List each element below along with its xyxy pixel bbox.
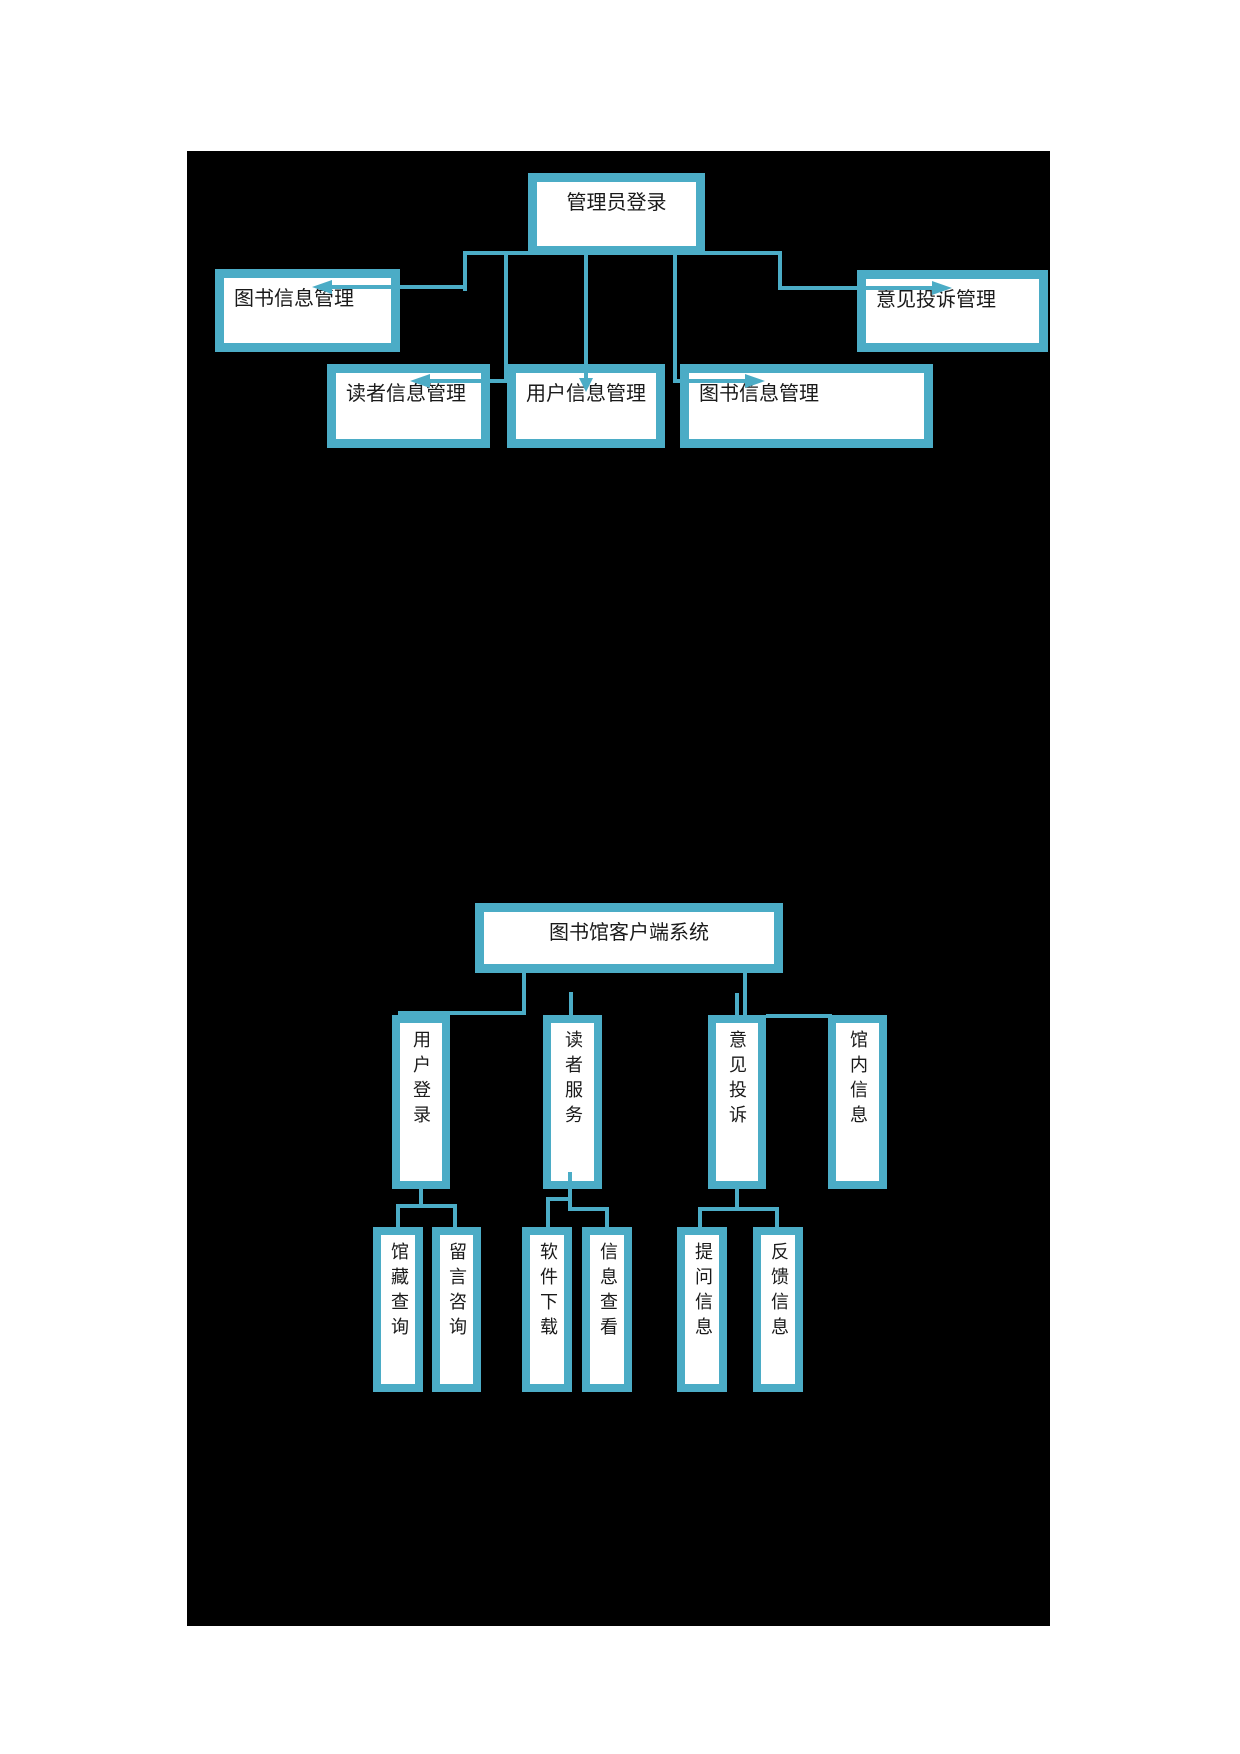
node-user-login: 用户登录 [392, 1015, 450, 1189]
node-reader-info-management: 读者信息管理 [327, 364, 490, 448]
diagram-canvas: 管理员登录 图书信息管理 读者信息管理 用户信息管理 图书信息管理 意见投诉管理… [187, 151, 1050, 1626]
connector-to-complaint-run [780, 286, 932, 290]
node-book-info-management-left: 图书信息管理 [215, 269, 400, 352]
arrowhead-right-icon [932, 281, 952, 295]
node-question-info: 提问信息 [677, 1227, 727, 1392]
connector-software-drop [546, 1197, 550, 1227]
arrowhead-down-icon [579, 378, 593, 392]
connector-feedback-drop [775, 1207, 779, 1227]
connector-admin-trunk [465, 251, 782, 255]
arrowhead-left-icon [410, 374, 430, 388]
connector-user-login-stub [419, 1182, 423, 1208]
node-feedback-complaint: 意见投诉 [708, 1015, 766, 1189]
connector-infoview-run [568, 1207, 609, 1211]
connector-user-login-bar [396, 1204, 457, 1208]
connector-complaint-bar [698, 1207, 779, 1211]
connector-to-user-info-drop [584, 251, 588, 378]
connector-question-drop [698, 1207, 702, 1227]
connector-complaint-down [735, 1187, 739, 1211]
node-message-consult: 留言咨询 [432, 1227, 481, 1392]
node-book-info-management-right: 图书信息管理 [680, 364, 933, 448]
connector-to-book-info-left [330, 285, 467, 289]
connector-client-left-drop [522, 973, 526, 1014]
connector-complaint-stub [735, 993, 739, 1016]
connector-reader-service-stub [569, 992, 573, 1016]
connector-software-run [546, 1197, 572, 1201]
connector-client-left-run [398, 1011, 526, 1015]
node-feedback-info: 反馈信息 [753, 1227, 803, 1392]
connector-message-drop [453, 1204, 457, 1227]
node-software-download: 软件下载 [522, 1227, 572, 1392]
connector-admin-right-drop [778, 251, 782, 290]
connector-to-book-info-right-drop [673, 251, 677, 383]
node-collection-search: 馆藏查询 [373, 1227, 423, 1392]
connector-infoview-drop [605, 1207, 609, 1227]
connector-collection-drop [396, 1204, 400, 1227]
connector-to-book-info-right-run [675, 379, 745, 383]
connector-to-reader-info-drop [504, 251, 508, 383]
node-library-info: 馆内信息 [828, 1015, 887, 1189]
connector-to-reader-info-run [428, 379, 508, 383]
connector-admin-left-drop [463, 251, 467, 291]
connector-library-info-bridge [766, 1014, 832, 1018]
arrowhead-right-icon [745, 374, 765, 388]
arrowhead-left-icon [312, 280, 332, 294]
connector-client-right-drop [743, 973, 747, 1016]
node-complaint-management: 意见投诉管理 [857, 270, 1048, 352]
node-info-view: 信息查看 [582, 1227, 632, 1392]
node-library-client-system: 图书馆客户端系统 [475, 903, 783, 973]
node-reader-service: 读者服务 [543, 1015, 602, 1189]
connector-reader-service-down [568, 1172, 572, 1211]
node-admin-login: 管理员登录 [528, 173, 705, 255]
